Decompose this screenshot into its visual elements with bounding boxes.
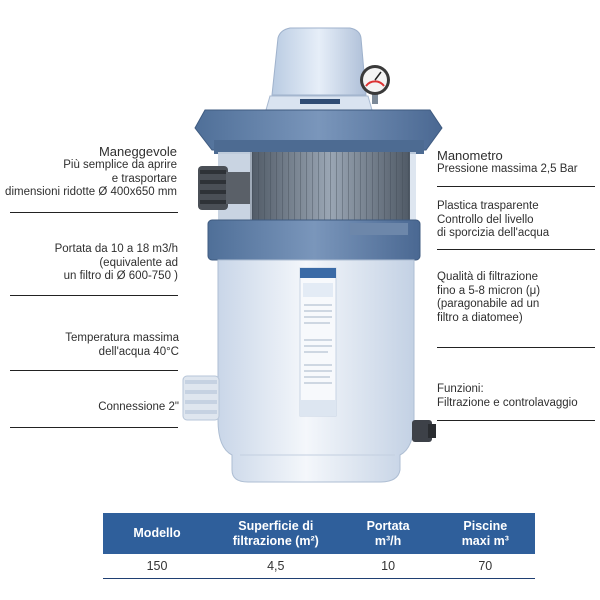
- label-qualita-line: (paragonabile ad un: [437, 298, 540, 310]
- label-temperatura-line: Temperatura massima: [65, 332, 179, 344]
- label-portata-line: Portata da 10 a 18 m3/h: [54, 243, 178, 255]
- label-manometro-title: Manometro: [437, 148, 503, 163]
- label-maneggevole-line: Più semplice da aprire: [63, 159, 177, 171]
- filter-top-cap: [265, 27, 373, 111]
- label-portata-line: (equivalente ad: [99, 256, 178, 269]
- header-text: filtrazione (m²): [232, 533, 319, 548]
- label-connessione: Connessione 2": [98, 401, 179, 415]
- label-funzioni-line: Funzioni:: [437, 383, 484, 395]
- label-manometro-line: Pressione massima 2,5 Bar: [437, 163, 578, 175]
- cell-portata: 10: [340, 554, 436, 579]
- header-modello: Modello: [103, 513, 211, 554]
- label-qualita-line: Qualità di filtrazione: [437, 271, 538, 283]
- header-text: maxi m³: [461, 533, 509, 548]
- label-temperatura: Temperatura massima dell'acqua 40°C: [65, 332, 179, 359]
- divider-line: [10, 427, 178, 428]
- label-maneggevole: Maneggevole Più semplice da aprire e tra…: [5, 144, 177, 200]
- header-text: Piscine: [463, 518, 508, 533]
- transparent-section: [218, 152, 416, 222]
- label-maneggevole-line: e trasportare: [111, 172, 177, 185]
- filter-middle-ring: [207, 219, 421, 261]
- filter-lid: [194, 99, 443, 154]
- label-portata: Portata da 10 a 18 m3/h (equivalente ad …: [55, 243, 178, 284]
- label-plastica-line: Controllo del livello: [437, 213, 534, 226]
- inlet-pipe-bottom: [182, 375, 220, 421]
- divider-line: [437, 186, 595, 187]
- inlet-pipe-top: [198, 166, 250, 210]
- label-plastica: Plastica trasparente Controllo del livel…: [437, 200, 549, 241]
- divider-line: [10, 370, 178, 371]
- label-temperatura-line: dell'acqua 40°C: [98, 345, 179, 358]
- table-row: 150 4,5 10 70: [103, 554, 535, 579]
- label-portata-line: un filtro di Ø 600-750 ): [63, 270, 178, 282]
- header-text: Superficie di: [238, 518, 314, 533]
- label-maneggevole-title: Maneggevole: [98, 144, 177, 159]
- divider-line: [10, 295, 178, 296]
- label-manometro: Manometro Pressione massima 2,5 Bar: [437, 148, 578, 177]
- label-maneggevole-line: dimensioni ridotte Ø 400x650 mm: [5, 186, 177, 198]
- cell-superficie: 4,5: [211, 554, 341, 579]
- product-sticker: [299, 267, 337, 417]
- label-qualita: Qualità di filtrazione fino a 5-8 micron…: [437, 271, 540, 325]
- cell-piscine: 70: [435, 554, 535, 579]
- label-funzioni: Funzioni: Filtrazione e controlavaggio: [437, 383, 578, 410]
- label-qualita-line: filtro a diatomee): [437, 311, 523, 324]
- manometer-gauge: [360, 65, 390, 104]
- header-text: Portata: [366, 518, 410, 533]
- divider-line: [437, 347, 595, 348]
- divider-line: [437, 420, 595, 421]
- label-qualita-line: fino a 5-8 micron (μ): [437, 284, 541, 297]
- drain-valve: [412, 420, 436, 442]
- label-funzioni-line: Filtrazione e controlavaggio: [437, 396, 578, 409]
- label-plastica-line: di sporcizia dell'acqua: [437, 227, 550, 239]
- divider-line: [437, 249, 595, 250]
- cell-modello: 150: [103, 554, 211, 579]
- header-text: Modello: [133, 526, 181, 540]
- header-text: m³/h: [374, 533, 402, 548]
- divider-line: [10, 212, 178, 213]
- label-connessione-line: Connessione 2": [98, 401, 179, 413]
- label-plastica-line: Plastica trasparente: [437, 200, 539, 212]
